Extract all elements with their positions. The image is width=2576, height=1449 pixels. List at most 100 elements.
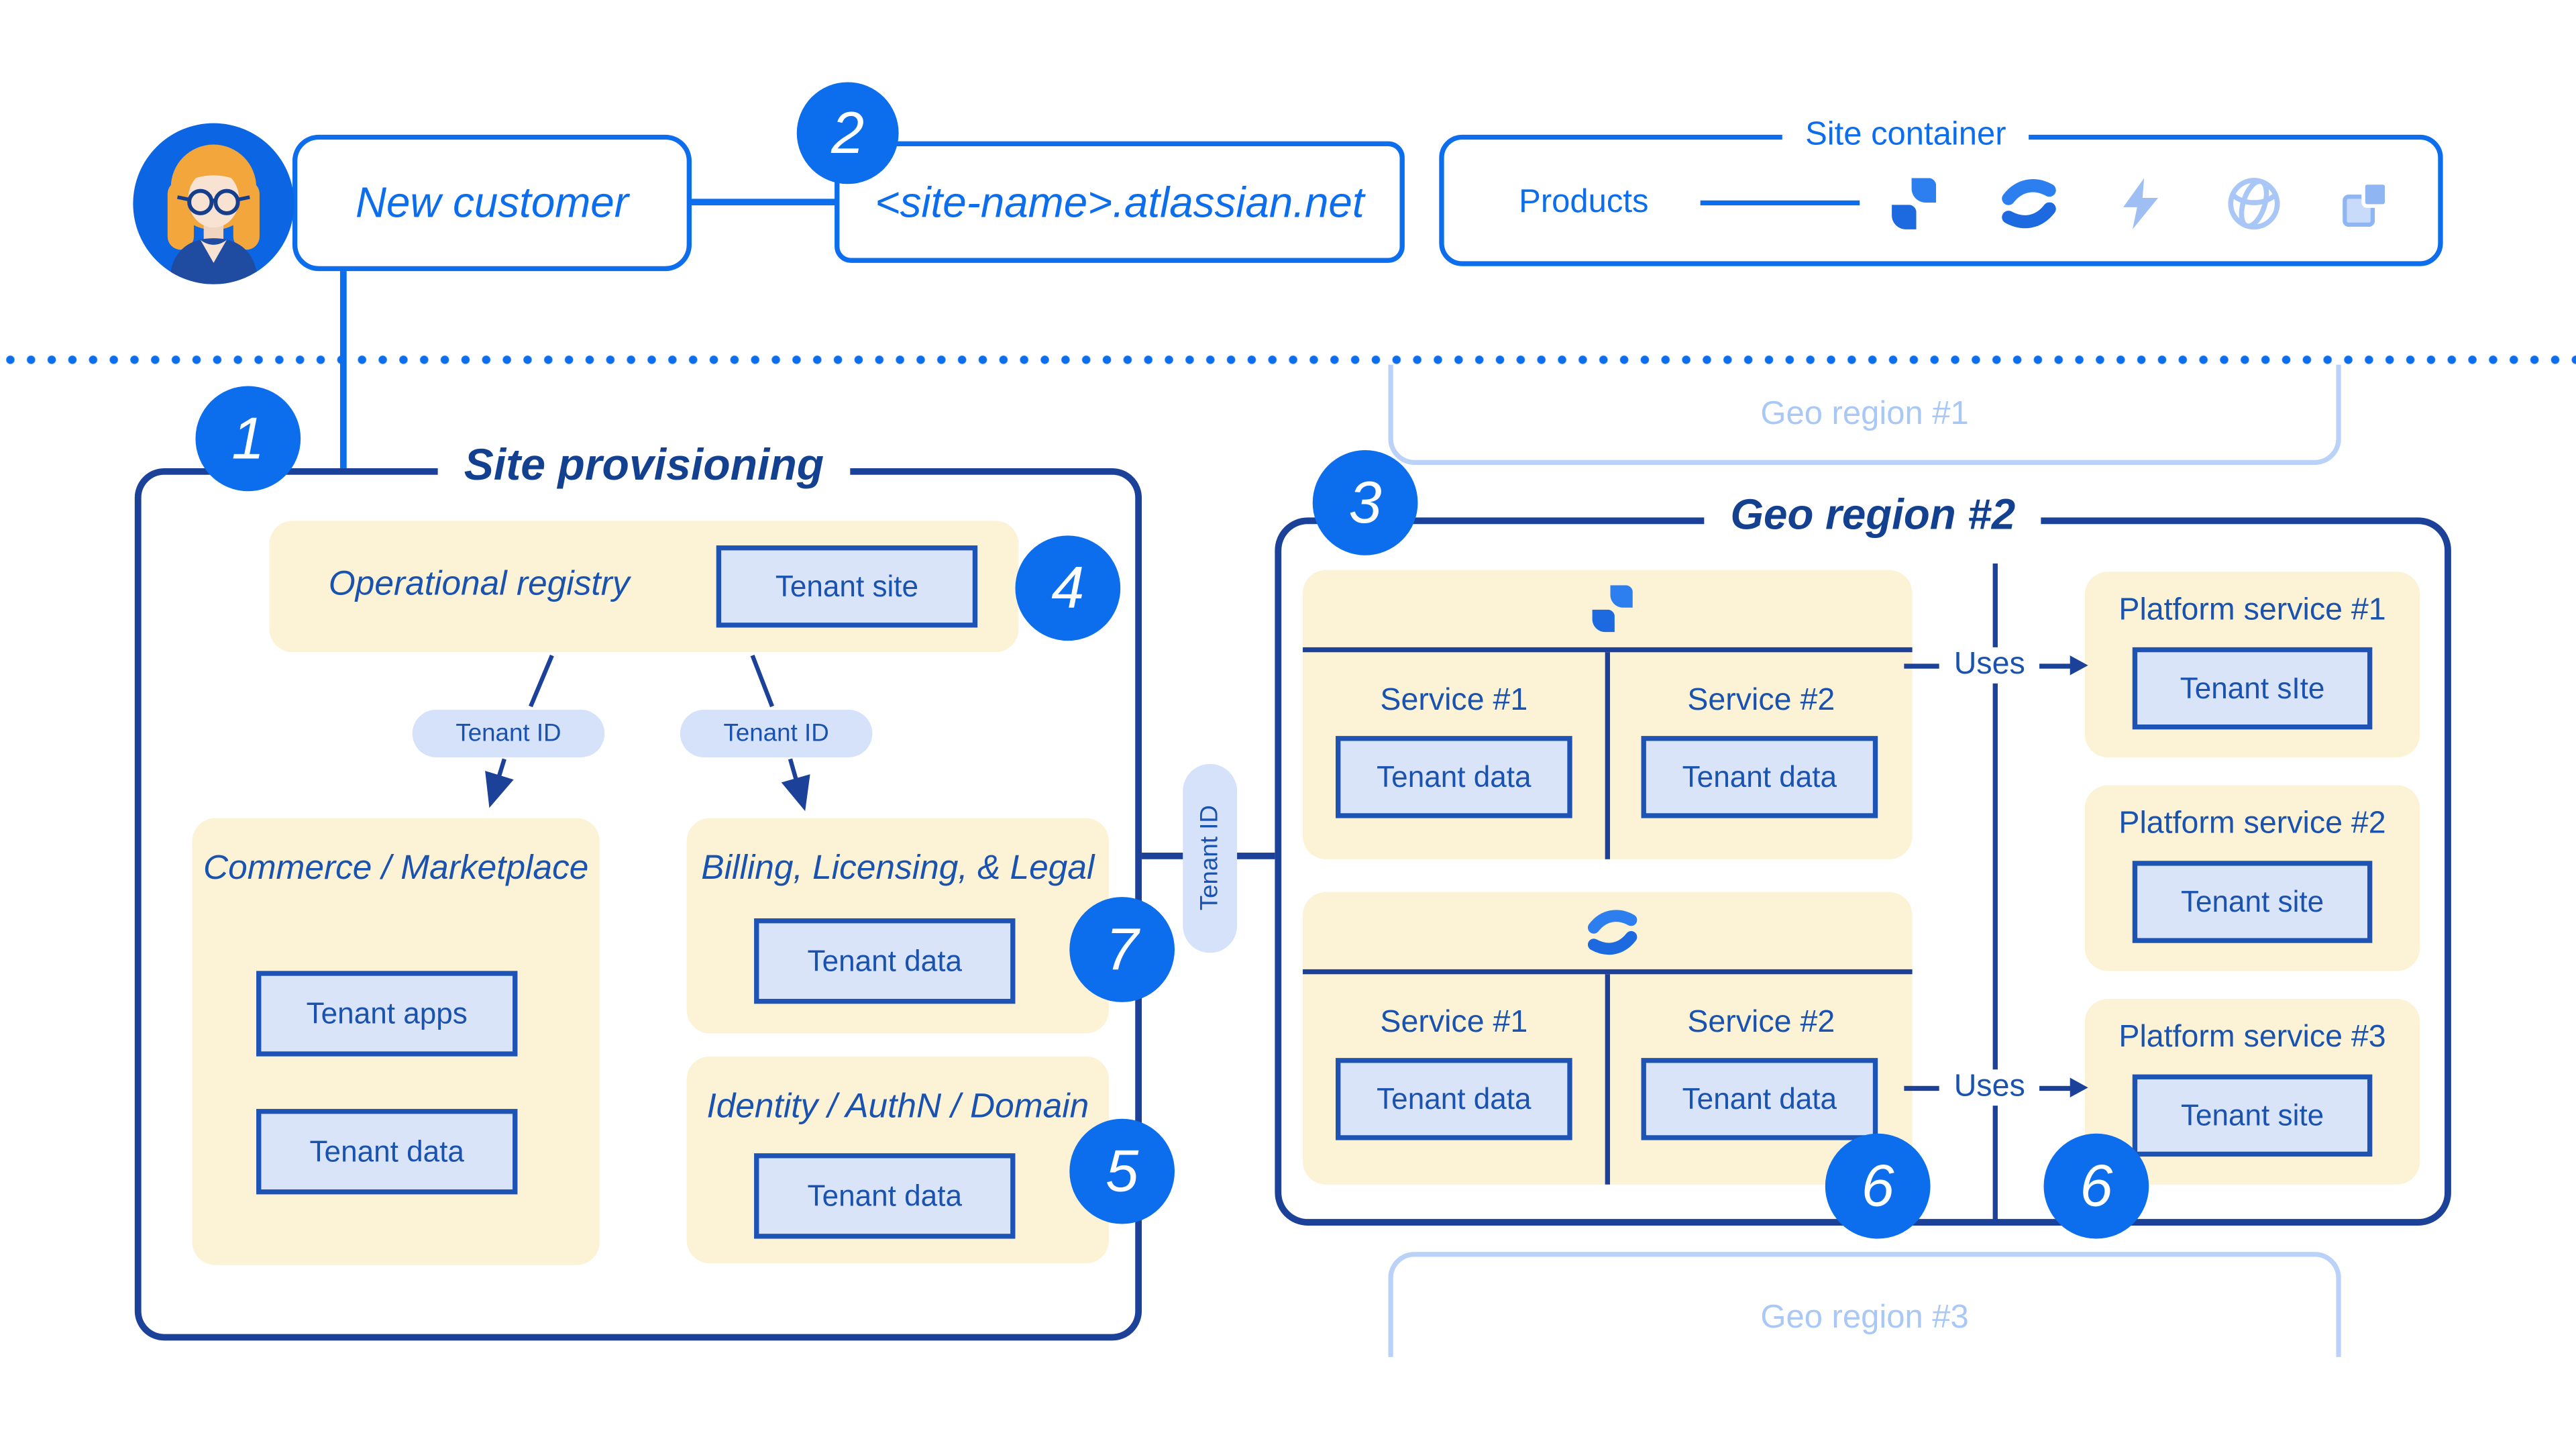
products-label-text: Products: [1519, 184, 1649, 221]
confluence-service-2-label: Service #2: [1610, 1006, 1913, 1042]
operational-registry-title-text: Operational registry: [328, 565, 630, 603]
platform-service-3-title-text: Platform service #3: [2118, 1020, 2386, 1055]
uses-bottom-arrow-head: [2070, 1077, 2088, 1097]
uses-bottom-label: Uses: [1939, 1069, 2040, 1106]
dotted-separator: [0, 354, 2576, 365]
confluence-service-1-tenant-data-label: Tenant data: [1377, 1081, 1532, 1115]
jira-service-1-tenant-data-label: Tenant data: [1377, 759, 1532, 793]
bolt-icon: [2112, 176, 2168, 231]
geo-region-1-title: Geo region #1: [1388, 381, 2341, 447]
tenant-id-pill-left-text: Tenant ID: [455, 719, 561, 748]
tenant-apps-label: Tenant apps: [306, 996, 468, 1030]
jira-group-hdivider: [1303, 647, 1913, 653]
jira-service-2-text: Service #2: [1687, 683, 1835, 718]
site-name-label: <site-name>.atlassian.net: [875, 176, 1364, 226]
geo-region-3-box: Geo region #3: [1388, 1252, 2341, 1357]
tenant-id-vertical-pill-text: Tenant ID: [1195, 805, 1224, 912]
tenant-id-pill-left: Tenant ID: [412, 709, 605, 757]
geo-region-3-border: [1388, 1252, 2341, 1357]
customer-avatar: [131, 121, 296, 286]
platform-service-1-tenant-site: Tenant sIte: [2132, 647, 2373, 730]
tenant-site-label: Tenant site: [775, 569, 919, 602]
jira-service-1-text: Service #1: [1380, 683, 1528, 718]
geo-region-3-title: Geo region #3: [1388, 1285, 2341, 1350]
connector-newcustomer-provisioning: [339, 271, 347, 468]
tenant-apps-box: Tenant apps: [256, 971, 518, 1057]
platform-service-1-title-text: Platform service #1: [2118, 593, 2386, 628]
platform-service-2-title: Platform service #2: [2085, 806, 2420, 843]
site-container-title: Site container: [1782, 116, 2029, 155]
site-provisioning-title-text: Site provisioning: [464, 440, 824, 490]
step-badge-5-number: 5: [1106, 1136, 1139, 1205]
confluence-group-icon: [1587, 907, 1638, 958]
confluence-group-vdivider: [1605, 974, 1611, 1185]
uses-bottom-arrow-line: [2035, 1085, 2072, 1091]
platform-service-2-title-text: Platform service #2: [2118, 806, 2386, 841]
step-badge-7-number: 7: [1106, 915, 1139, 983]
confluence-service-2-text: Service #2: [1687, 1005, 1835, 1040]
uses-top-dash: [1904, 663, 1944, 669]
jira-service-2-label: Service #2: [1610, 684, 1913, 720]
jira-service-2-tenant-data: Tenant data: [1641, 736, 1878, 818]
identity-tenant-data-box: Tenant data: [754, 1153, 1016, 1239]
step-badge-1-number: 1: [231, 404, 265, 472]
new-customer-label: New customer: [356, 177, 629, 227]
step-badge-6-left-number: 6: [1861, 1151, 1894, 1220]
jira-service-1-label: Service #1: [1303, 684, 1605, 720]
billing-licensing-legal-title-text: Billing, Licensing, & Legal: [701, 849, 1095, 888]
platform-service-3-tenant-site: Tenant site: [2132, 1074, 2373, 1157]
geo-region-1-title-text: Geo region #1: [1760, 394, 1969, 431]
platform-service-3-tenant-site-label: Tenant site: [2180, 1098, 2324, 1132]
step-badge-1: 1: [195, 386, 301, 492]
jira-group-icon: [1587, 583, 1638, 634]
uses-top-label: Uses: [1939, 647, 2040, 684]
jira-group-vdivider: [1605, 652, 1611, 859]
geo-region-3-title-text: Geo region #3: [1760, 1298, 1969, 1335]
platform-service-3-title: Platform service #3: [2085, 1020, 2420, 1057]
identity-authn-domain-title: Identity / AuthN / Domain: [687, 1087, 1109, 1127]
platform-service-1-tenant-site-label: Tenant sIte: [2180, 671, 2325, 704]
site-provisioning-title: Site provisioning: [437, 440, 851, 492]
georegion2-vertical-separator: [1992, 564, 1998, 1223]
tenant-id-vertical-pill: Tenant ID: [1183, 763, 1238, 953]
new-customer-box: New customer: [292, 134, 692, 272]
confluence-service-1-text: Service #1: [1380, 1005, 1528, 1040]
commerce-marketplace-title-text: Commerce / Marketplace: [203, 849, 589, 888]
jira-service-1-tenant-data: Tenant data: [1336, 736, 1572, 818]
platform-service-2-tenant-site: Tenant site: [2132, 861, 2373, 943]
confluence-service-1-tenant-data: Tenant data: [1336, 1058, 1572, 1140]
step-badge-4-number: 4: [1051, 553, 1085, 621]
jira-service-2-tenant-data-label: Tenant data: [1682, 759, 1837, 793]
commerce-marketplace-title: Commerce / Marketplace: [193, 849, 600, 889]
jira-icon: [1886, 176, 1941, 231]
site-name-box: <site-name>.atlassian.net: [835, 141, 1405, 263]
globe-icon: [2226, 176, 2282, 231]
confluence-icon: [2001, 176, 2057, 231]
commerce-tenant-data-box: Tenant data: [256, 1109, 518, 1195]
step-badge-4: 4: [1015, 535, 1121, 641]
tenant-site-box: Tenant site: [716, 545, 978, 628]
tenant-id-pill-right: Tenant ID: [680, 709, 873, 757]
geo-region-1-box: Geo region #1: [1388, 364, 2341, 466]
squares-icon: [2338, 176, 2394, 231]
confluence-service-1-label: Service #1: [1303, 1006, 1605, 1042]
uses-top-arrow-head: [2070, 655, 2088, 676]
site-container-title-text: Site container: [1805, 116, 2006, 153]
step-badge-5: 5: [1069, 1118, 1175, 1224]
step-badge-3-number: 3: [1348, 468, 1382, 536]
geo-region-1-border: [1388, 364, 2341, 466]
step-badge-6-left: 6: [1825, 1133, 1931, 1239]
billing-tenant-data-box: Tenant data: [754, 918, 1016, 1004]
operational-registry-title: Operational registry: [329, 565, 630, 604]
platform-service-2-tenant-site-label: Tenant site: [2180, 884, 2324, 918]
identity-tenant-data-label: Tenant data: [807, 1179, 962, 1212]
tenant-id-pill-right-text: Tenant ID: [723, 719, 829, 748]
step-badge-6-right-number: 6: [2080, 1151, 2113, 1220]
connector-newcustomer-sitename: [688, 199, 838, 206]
platform-service-1-title: Platform service #1: [2085, 593, 2420, 629]
confluence-group-hdivider: [1303, 969, 1913, 975]
products-connector-line: [1700, 200, 1860, 206]
billing-tenant-data-label: Tenant data: [807, 943, 962, 977]
uses-top-text: Uses: [1953, 647, 2025, 682]
